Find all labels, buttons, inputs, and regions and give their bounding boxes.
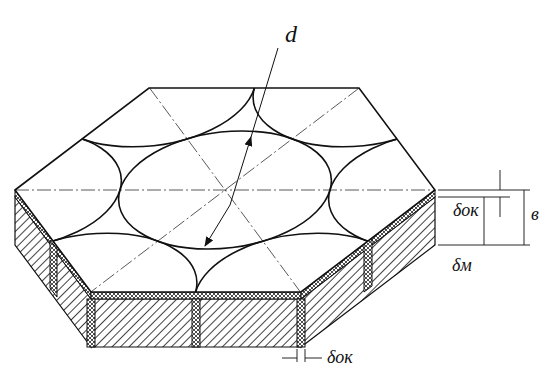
height-label: в xyxy=(530,205,540,223)
wall-thickness-label: δок xyxy=(326,348,354,366)
diameter-label: d xyxy=(284,22,298,46)
skin-thickness-label: δок xyxy=(452,201,480,219)
core-thickness-label: δм xyxy=(451,256,473,274)
